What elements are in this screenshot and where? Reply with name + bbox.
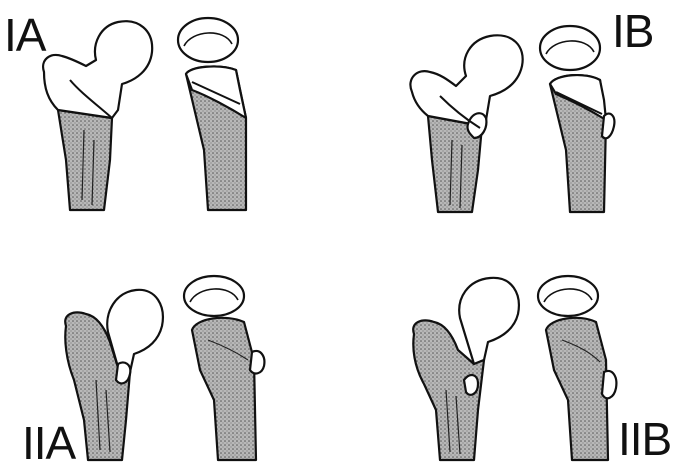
panel-iia-ap-view xyxy=(65,290,163,460)
panel-label-ia: IA xyxy=(4,12,45,58)
panel-iia xyxy=(65,276,264,460)
panel-label-ib: IB xyxy=(612,8,653,54)
panel-label-iib: IIB xyxy=(618,416,671,462)
panel-iib-lateral-view xyxy=(538,276,616,460)
panel-ia xyxy=(43,18,246,210)
panel-iib-ap-view xyxy=(413,278,519,460)
panel-ia-lateral-view xyxy=(178,18,246,210)
panel-ib-lateral-view xyxy=(540,26,614,212)
panel-iia-lateral-view xyxy=(184,276,264,460)
panel-ib-ap-view xyxy=(410,35,522,212)
panel-iib xyxy=(413,276,616,460)
panel-label-iia: IIA xyxy=(22,420,75,466)
panel-ib xyxy=(410,26,614,212)
panel-ia-ap-view xyxy=(43,21,152,210)
